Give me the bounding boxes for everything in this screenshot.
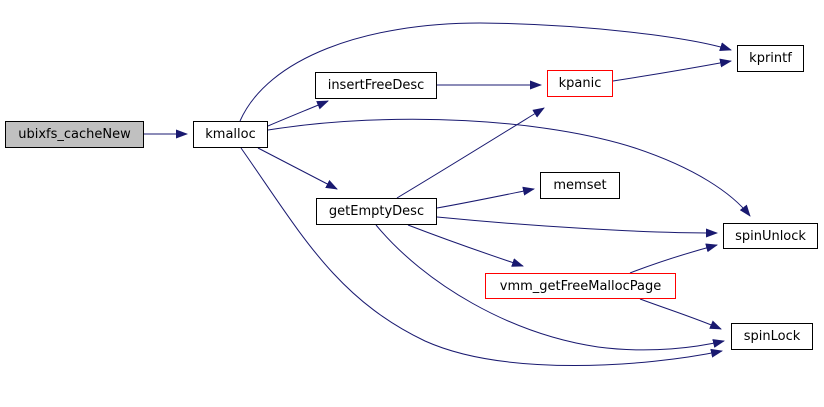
node-kpanic[interactable]: kpanic (547, 70, 613, 97)
edge-getEmptyDesc-to-kpanic (396, 107, 545, 199)
edge-kmalloc-to-kprintf (239, 22, 732, 122)
edge-vmm_getFreeMallocPage-to-spinLock (639, 298, 722, 330)
edge-kmalloc-to-insertFreeDesc (267, 100, 329, 127)
edge-getEmptyDesc-to-spinUnlock (436, 216, 718, 238)
edge-kmalloc-to-getEmptyDesc (257, 147, 338, 190)
node-kprintf[interactable]: kprintf (737, 45, 804, 72)
edge-vmm_getFreeMallocPage-to-spinUnlock (629, 243, 718, 274)
edge-kpanic-to-kprintf (612, 58, 732, 82)
node-insertFreeDesc[interactable]: insertFreeDesc (315, 72, 437, 99)
edge-getEmptyDesc-to-spinLock (375, 224, 725, 351)
node-ubixfs_cacheNew: ubixfs_cacheNew (5, 121, 144, 148)
node-spinUnlock[interactable]: spinUnlock (723, 223, 818, 249)
edge-kmalloc-to-spinUnlock (267, 118, 751, 217)
edge-getEmptyDesc-to-memset (436, 186, 535, 209)
node-vmm_getFreeMallocPage[interactable]: vmm_getFreeMallocPage (485, 273, 676, 299)
node-spinLock[interactable]: spinLock (731, 323, 813, 350)
node-kmalloc[interactable]: kmalloc (193, 121, 268, 148)
node-getEmptyDesc[interactable]: getEmptyDesc (316, 198, 437, 225)
edge-kmalloc-to-spinLock (240, 147, 723, 366)
edge-getEmptyDesc-to-vmm_getFreeMallocPage (407, 224, 524, 267)
node-memset[interactable]: memset (540, 172, 620, 199)
